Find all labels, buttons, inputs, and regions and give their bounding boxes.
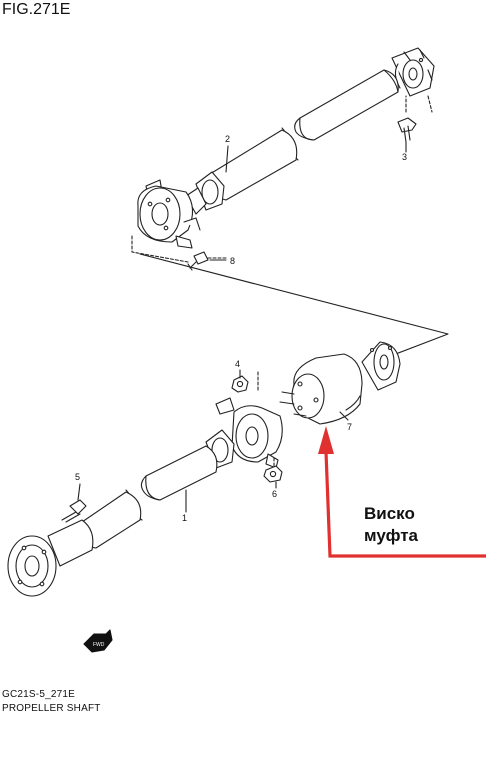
annotation-label-line-1: Виско: [364, 504, 415, 523]
callout-3: 3: [402, 152, 407, 162]
forward-direction-icon: [83, 629, 113, 653]
rear-propeller-shaft: [131, 47, 435, 271]
callout-4: 4: [235, 359, 240, 369]
rear-flange-yoke: [391, 47, 435, 97]
forward-direction-label: FWD: [93, 642, 105, 648]
callout-7: 7: [347, 422, 352, 432]
annotation-arrow: [318, 426, 486, 558]
callout-1: 1: [182, 513, 187, 523]
front-center-bearing: [215, 397, 283, 469]
callout-6: 6: [272, 489, 277, 499]
viscous-coupling: [291, 341, 401, 425]
rear-universal-joint: [185, 171, 225, 215]
callout-5: 5: [75, 472, 80, 482]
nut-6: [263, 465, 283, 483]
annotation-label-line-2: муфта: [364, 526, 419, 545]
rear-center-bearing: [137, 179, 201, 249]
nut-4: [231, 375, 249, 393]
figure-caption: PROPELLER SHAFT: [2, 703, 101, 714]
front-flange-yoke: [7, 519, 94, 597]
figure-code: GC21S-5_271E: [2, 689, 76, 700]
bolt-5: [61, 499, 87, 523]
bolt-3: [397, 117, 417, 143]
assembly-guide-line: [139, 253, 449, 361]
callout-8: 8: [230, 256, 235, 266]
figure-title: FIG.271E: [2, 1, 71, 18]
front-shaft-tube-upper: [145, 445, 218, 501]
callout-2: 2: [225, 134, 230, 144]
rear-shaft-tube-upper: [299, 69, 399, 141]
